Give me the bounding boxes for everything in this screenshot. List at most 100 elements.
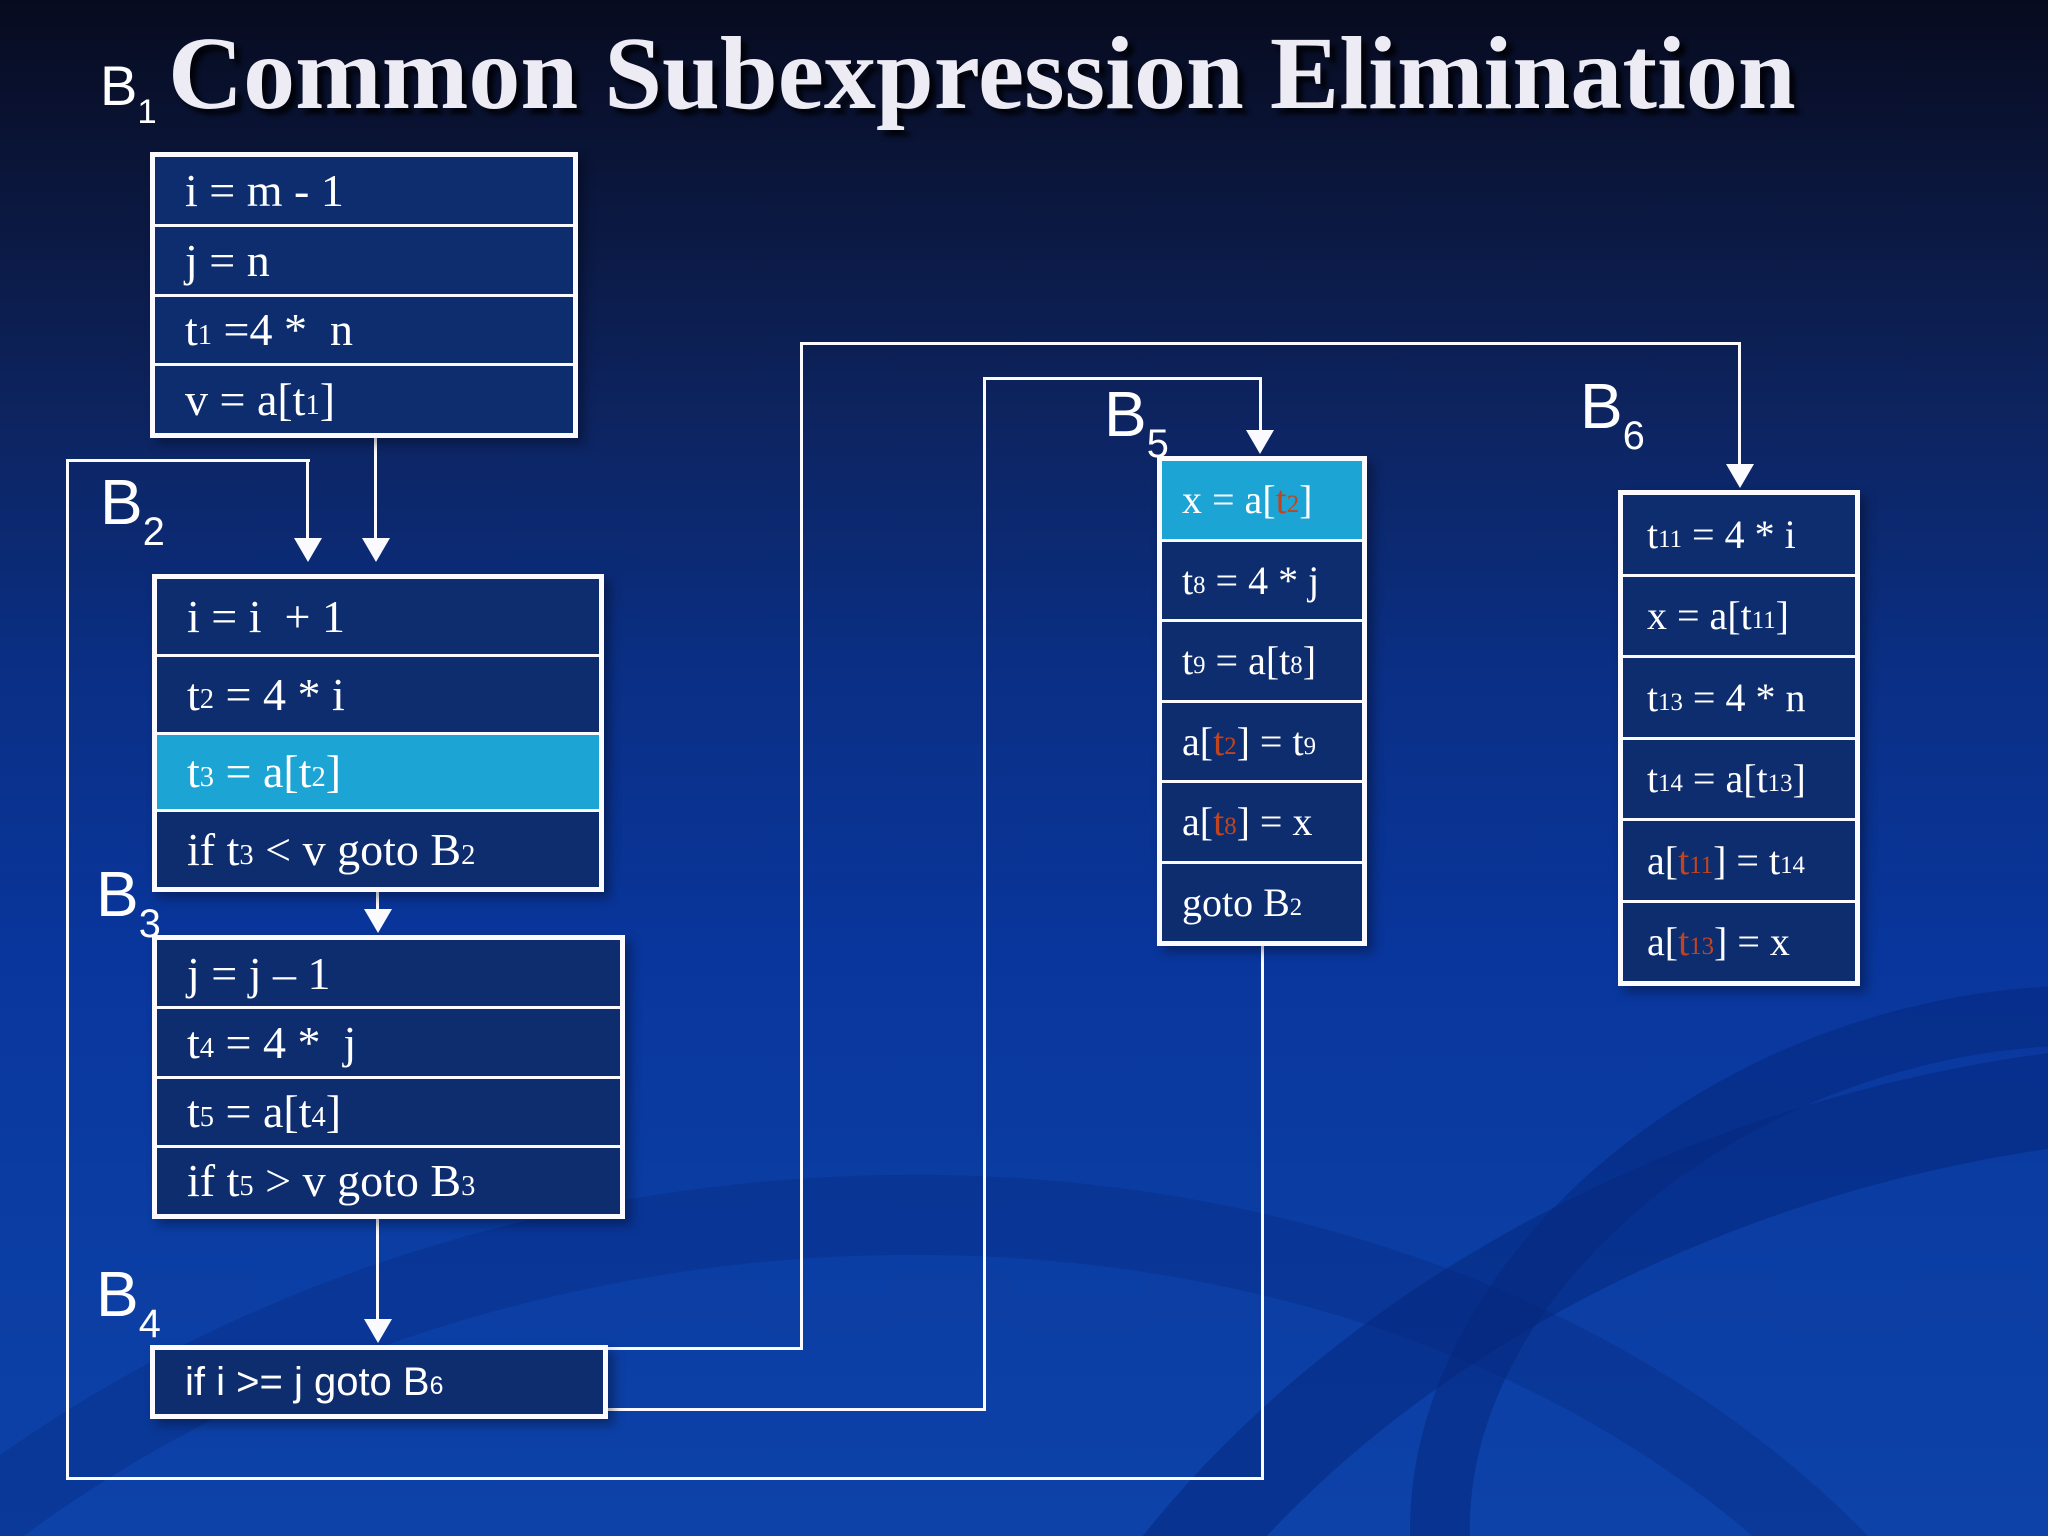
code-token: a[ <box>1647 837 1679 883</box>
code-token: t <box>187 746 200 798</box>
edge-b5-exit-vertical <box>1261 943 1264 1480</box>
code-token: t <box>1647 511 1659 557</box>
code-token: < v goto B <box>253 824 462 876</box>
code-token: = 4 * j <box>214 1016 357 1068</box>
code-token: a[ <box>1182 718 1214 764</box>
code-token: ] <box>325 1086 342 1138</box>
label-b5-subscript: 5 <box>1146 421 1169 466</box>
label-b1: B1 <box>100 58 157 130</box>
code-token: t <box>1182 557 1194 603</box>
code-token: ] <box>325 746 342 798</box>
edge-b4-b5-horizontal-top <box>983 377 1261 380</box>
code-token: ] = t <box>1713 837 1781 883</box>
code-token: t <box>187 668 200 720</box>
edge-loop-b2-vertical <box>306 459 309 543</box>
code-token: ] <box>1792 756 1806 802</box>
label-b2: B2 <box>100 470 165 552</box>
code-token: i = m - 1 <box>185 164 344 216</box>
code-token: x = a[t <box>1647 593 1752 639</box>
edge-loop-b2-horizontal <box>66 459 310 462</box>
code-token-highlighted-temp: t <box>1213 799 1225 845</box>
edge-b1-b2-vertical <box>374 438 377 542</box>
code-row-b3-1: j = j – 1 <box>157 940 620 1007</box>
code-token: t <box>187 1086 200 1138</box>
code-token: t <box>185 304 198 356</box>
edge-b4-b5-vertical <box>983 377 986 1411</box>
label-b1-text: B <box>100 54 138 117</box>
code-token: a[ <box>1647 919 1679 965</box>
label-b3-text: B <box>96 858 139 930</box>
code-token: goto B <box>1182 879 1290 925</box>
code-token: t <box>1647 756 1659 802</box>
code-token-highlighted-temp: t <box>1275 477 1287 523</box>
code-row-b1-1: i = m - 1 <box>155 157 573 224</box>
code-token: = 4 * n <box>1682 674 1806 720</box>
code-token: if t <box>187 1155 240 1207</box>
edge-b4-b6-vertical <box>800 342 803 1350</box>
edge-b3-b4-vertical <box>376 1216 379 1326</box>
code-token: t <box>187 1016 200 1068</box>
code-token: = a[t <box>214 746 312 798</box>
label-b4-text: B <box>96 1258 139 1330</box>
code-token: = 4 * i <box>1682 511 1796 557</box>
label-b6-subscript: 6 <box>1622 413 1645 458</box>
edge-b4-b5-horizontal-low <box>605 1408 986 1411</box>
edge-b2-b3-vertical <box>376 889 379 915</box>
arrowhead-loop-into-b2 <box>294 538 322 562</box>
edge-b4-b6-horizontal-top <box>800 342 1741 345</box>
code-row-b2-1: i = i + 1 <box>157 579 599 654</box>
code-token-highlighted-temp: t <box>1678 837 1690 883</box>
label-b4: B4 <box>96 1262 161 1344</box>
arrowhead-into-b6 <box>1726 464 1754 488</box>
code-token: ] = x <box>1714 919 1790 965</box>
label-b6-text: B <box>1580 370 1623 442</box>
arrowhead-b2-into-b3 <box>364 909 392 933</box>
code-token: ] = t <box>1236 718 1304 764</box>
code-token: > v goto B <box>253 1155 462 1207</box>
code-token: = a[t <box>214 1086 312 1138</box>
label-b1-subscript: 1 <box>137 93 157 132</box>
arrowhead-b1-into-b2 <box>362 538 390 562</box>
code-row-b1-2: j = n <box>155 226 573 294</box>
code-token: ] <box>1299 477 1313 523</box>
label-b6: B6 <box>1580 374 1645 456</box>
code-token: ] <box>319 374 336 426</box>
code-token-highlighted-temp: t <box>1678 919 1690 965</box>
code-token: if i >= j goto B <box>185 1359 430 1404</box>
label-b4-subscript: 4 <box>138 1301 161 1346</box>
code-token: a[ <box>1182 799 1214 845</box>
code-token: x = a[ <box>1182 477 1276 523</box>
code-token: j = j – 1 <box>187 947 331 999</box>
page-title: Common Subexpression Elimination <box>168 16 1796 131</box>
code-token: if t <box>187 824 240 876</box>
edge-b4-b6-horizontal-low <box>605 1347 803 1350</box>
label-b3-subscript: 3 <box>138 901 161 946</box>
code-token: t <box>1647 674 1659 720</box>
code-token: ] = x <box>1236 799 1313 845</box>
code-token: =4 * n <box>212 304 353 356</box>
arrowhead-into-b5 <box>1246 430 1274 454</box>
edge-b4-b6-drop <box>1738 342 1741 470</box>
